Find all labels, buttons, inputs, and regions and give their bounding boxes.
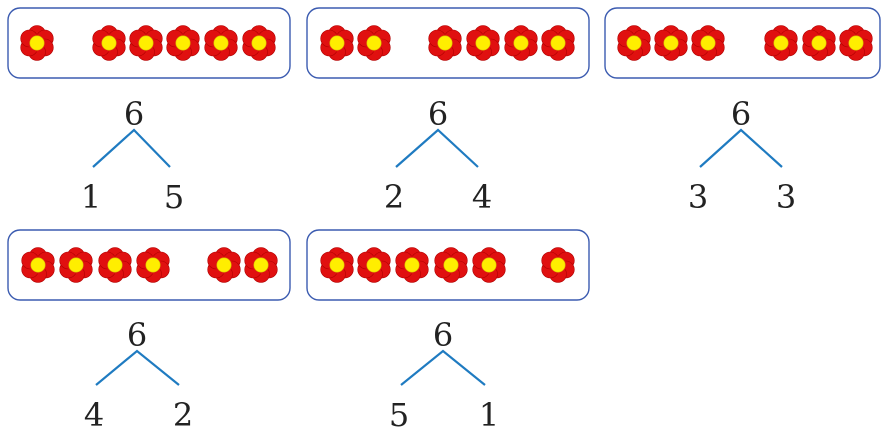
number-bond-group: 6 2 4 <box>306 7 590 216</box>
number-bond-group: 6 5 1 <box>306 229 590 430</box>
flower-box <box>306 229 590 301</box>
flower-icon <box>357 247 391 283</box>
flower-icon <box>207 247 241 283</box>
flower-icon <box>691 25 725 61</box>
bond-right-part: 1 <box>479 396 499 430</box>
bond-total: 6 <box>731 95 751 133</box>
bond-total: 6 <box>428 95 448 133</box>
bond-branch-lines <box>395 128 479 168</box>
bond-left-part: 3 <box>688 178 708 216</box>
flower-icon <box>21 247 55 283</box>
bond-total: 6 <box>124 95 144 133</box>
flower-icon <box>244 247 278 283</box>
bond-total: 6 <box>433 316 453 354</box>
number-bond-group: 6 1 5 <box>7 7 291 216</box>
bond-total: 6 <box>127 316 147 354</box>
bond-left-part: 4 <box>84 396 104 430</box>
bond-branch-lines <box>95 349 180 386</box>
flower-box <box>7 229 291 301</box>
flower-icon <box>504 25 538 61</box>
flower-icon <box>320 25 354 61</box>
bond-right-part: 4 <box>472 178 492 216</box>
flower-icon <box>472 247 506 283</box>
flower-icon <box>654 25 688 61</box>
flower-box <box>306 7 590 79</box>
flower-icon <box>136 247 170 283</box>
bond-branch-lines <box>400 349 486 386</box>
flower-icon <box>59 247 93 283</box>
flower-icon <box>395 247 429 283</box>
number-bond-group: 6 4 2 <box>7 229 291 430</box>
bond-left-part: 5 <box>389 396 409 430</box>
flower-icon <box>129 25 163 61</box>
flower-icon <box>764 25 798 61</box>
flower-icon <box>242 25 276 61</box>
flower-box <box>604 7 881 79</box>
flower-icon <box>802 25 836 61</box>
flower-icon <box>541 247 575 283</box>
bond-right-part: 2 <box>173 396 193 430</box>
flower-icon <box>357 25 391 61</box>
flower-icon <box>466 25 500 61</box>
bond-right-part: 5 <box>164 178 184 216</box>
number-bond-group: 6 3 3 <box>604 7 881 216</box>
flower-icon <box>617 25 651 61</box>
flower-icon <box>320 247 354 283</box>
flower-icon <box>541 25 575 61</box>
flower-icon <box>434 247 468 283</box>
flower-icon <box>92 25 126 61</box>
bond-left-part: 2 <box>384 178 404 216</box>
flower-icon <box>98 247 132 283</box>
flower-icon <box>839 25 873 61</box>
bond-left-part: 1 <box>81 178 101 216</box>
bond-branch-lines <box>699 128 783 168</box>
flower-icon <box>166 25 200 61</box>
bond-right-part: 3 <box>776 178 796 216</box>
flower-icon <box>204 25 238 61</box>
flower-box <box>7 7 291 79</box>
flower-icon <box>428 25 462 61</box>
bond-branch-lines <box>92 128 171 168</box>
flower-icon <box>20 25 54 61</box>
